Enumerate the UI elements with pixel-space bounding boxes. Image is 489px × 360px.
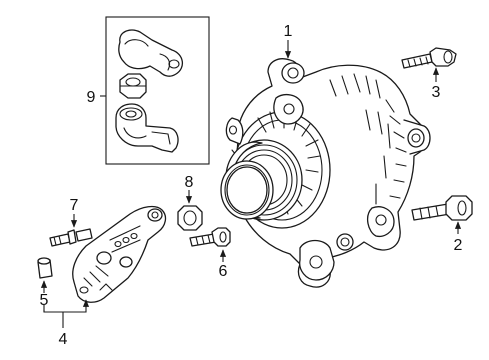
callout-9: 9 bbox=[87, 89, 96, 106]
terminal-kit-group: 9 bbox=[87, 16, 210, 165]
bracket-nut-illustration: 8 bbox=[177, 174, 203, 231]
lower-mount-bolt-illustration: 2 bbox=[411, 195, 473, 254]
bracket-stud-illustration: 7 bbox=[49, 197, 93, 247]
callout-4: 4 bbox=[59, 331, 68, 348]
terminal-nut-illustration bbox=[119, 73, 147, 99]
bracket-bolt-illustration: 6 bbox=[189, 227, 231, 280]
bracket-plate-illustration: 4 bbox=[43, 205, 167, 348]
alternator-illustration: 1 bbox=[220, 23, 431, 288]
callout-6: 6 bbox=[219, 263, 228, 280]
callout-5: 5 bbox=[40, 292, 49, 309]
callout-3: 3 bbox=[432, 84, 441, 101]
callout-7: 7 bbox=[70, 197, 79, 214]
bracket-sleeve-illustration: 5 bbox=[37, 257, 53, 309]
callout-1: 1 bbox=[284, 23, 293, 40]
callout-2: 2 bbox=[454, 237, 463, 254]
ring-terminal-illustration bbox=[115, 103, 179, 153]
terminal-kit-frame bbox=[105, 16, 210, 165]
callout-8: 8 bbox=[185, 174, 194, 191]
terminal-boot-illustration bbox=[118, 29, 183, 77]
upper-mount-bolt-illustration: 3 bbox=[401, 47, 457, 101]
